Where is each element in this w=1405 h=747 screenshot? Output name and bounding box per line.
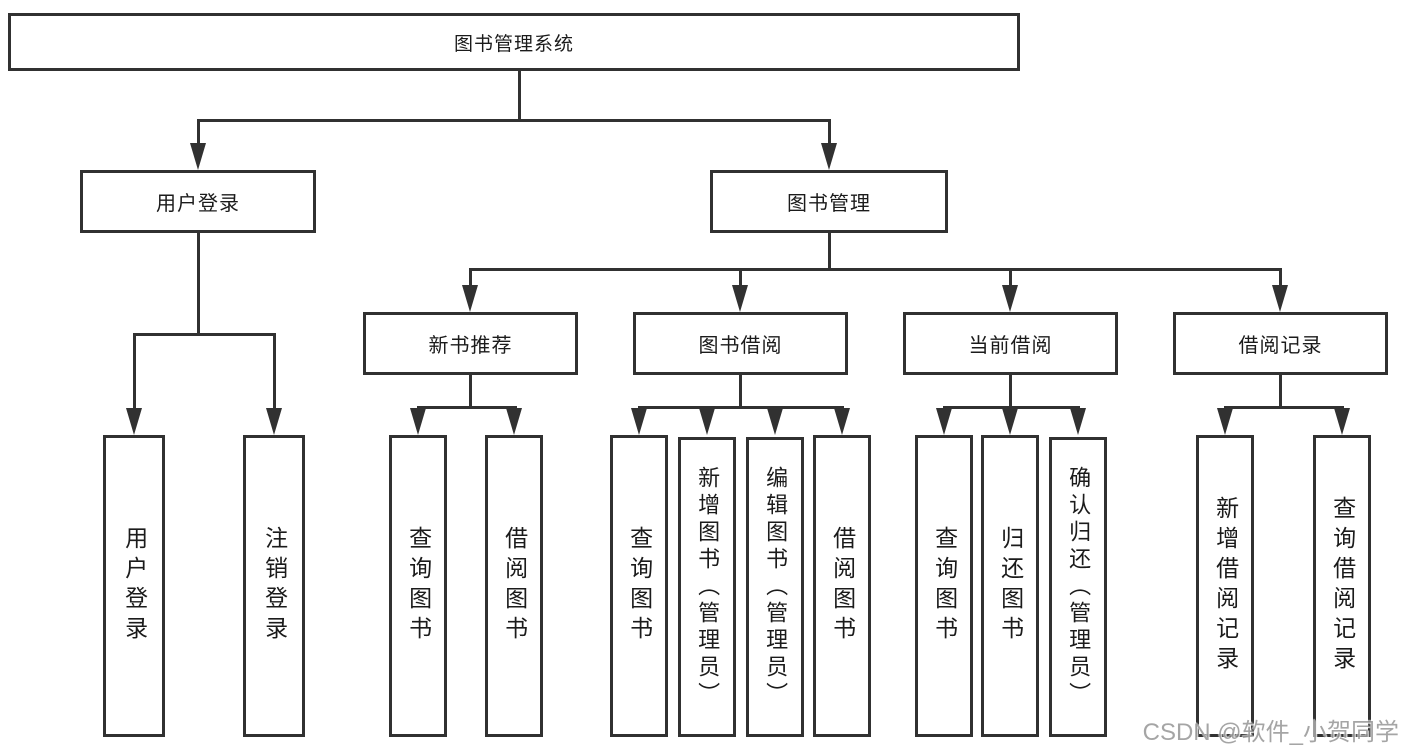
connector-user-login-branch bbox=[133, 333, 276, 336]
node-current-borrow: 当前借阅 bbox=[903, 312, 1118, 375]
node-root: 图书管理系统 bbox=[8, 13, 1020, 71]
connector-borrow-record-branch bbox=[1224, 406, 1344, 409]
leaf-borrow-book: 借阅图书 bbox=[813, 435, 871, 737]
arrowhead-icon bbox=[462, 285, 478, 312]
connector-new-book-trunk bbox=[469, 375, 472, 409]
node-user-login: 用户登录 bbox=[80, 170, 316, 233]
connector-drop bbox=[1279, 268, 1282, 287]
connector-drop bbox=[133, 333, 136, 410]
connector-current-borrow-trunk bbox=[1009, 375, 1012, 409]
connector-drop bbox=[273, 333, 276, 410]
arrowhead-icon bbox=[821, 143, 837, 170]
connector-new-book-branch bbox=[417, 406, 517, 409]
arrowhead-icon bbox=[834, 408, 850, 435]
node-book-mgmt: 图书管理 bbox=[710, 170, 948, 233]
connector-borrow-record-trunk bbox=[1279, 375, 1282, 409]
leaf-confirm-return-admin: 确认归还（管理员） bbox=[1049, 437, 1107, 737]
arrowhead-icon bbox=[732, 285, 748, 312]
node-book-borrow: 图书借阅 bbox=[633, 312, 848, 375]
connector-drop bbox=[469, 268, 472, 287]
connector-book-borrow-trunk bbox=[739, 375, 742, 409]
connector-current-borrow-branch bbox=[943, 406, 1080, 409]
arrowhead-icon bbox=[1217, 408, 1233, 435]
leaf-edit-book-admin: 编辑图书（管理员） bbox=[746, 437, 804, 737]
arrowhead-icon bbox=[1070, 408, 1086, 435]
connector-level3-branch bbox=[469, 268, 1282, 271]
leaf-add-book-admin: 新增图书（管理员） bbox=[678, 437, 736, 737]
node-borrow-record: 借阅记录 bbox=[1173, 312, 1388, 375]
arrowhead-icon bbox=[266, 408, 282, 435]
csdn-watermark: CSDN @软件_小贺同学 bbox=[1142, 719, 1399, 746]
node-new-book-rec: 新书推荐 bbox=[363, 312, 578, 375]
arrowhead-icon bbox=[1334, 408, 1350, 435]
leaf-borrow-book: 借阅图书 bbox=[485, 435, 543, 737]
connector-user-login-trunk bbox=[197, 233, 200, 335]
arrowhead-icon bbox=[936, 408, 952, 435]
leaf-query-book: 查询图书 bbox=[389, 435, 447, 737]
arrowhead-icon bbox=[631, 408, 647, 435]
arrowhead-icon bbox=[190, 143, 206, 170]
connector-book-borrow-branch bbox=[638, 406, 844, 409]
arrowhead-icon bbox=[1002, 408, 1018, 435]
leaf-user-login: 用户登录 bbox=[103, 435, 165, 737]
arrowhead-icon bbox=[1002, 285, 1018, 312]
arrowhead-icon bbox=[699, 408, 715, 435]
leaf-query-book: 查询图书 bbox=[915, 435, 973, 737]
arrowhead-icon bbox=[1272, 285, 1288, 312]
leaf-add-borrow-record: 新增借阅记录 bbox=[1196, 435, 1254, 737]
arrowhead-icon bbox=[410, 408, 426, 435]
connector-drop bbox=[739, 268, 742, 287]
leaf-query-borrow-record: 查询借阅记录 bbox=[1313, 435, 1371, 737]
connector-drop bbox=[1009, 268, 1012, 287]
leaf-return-book: 归还图书 bbox=[981, 435, 1039, 737]
connector-book-mgmt-trunk bbox=[828, 233, 831, 271]
connector-drop bbox=[828, 119, 831, 145]
leaf-logout: 注销登录 bbox=[243, 435, 305, 737]
arrowhead-icon bbox=[767, 408, 783, 435]
arrowhead-icon bbox=[506, 408, 522, 435]
arrowhead-icon bbox=[126, 408, 142, 435]
connector-level2-branch bbox=[197, 119, 831, 122]
connector-root-trunk bbox=[518, 70, 521, 122]
connector-drop bbox=[197, 119, 200, 145]
leaf-query-book: 查询图书 bbox=[610, 435, 668, 737]
